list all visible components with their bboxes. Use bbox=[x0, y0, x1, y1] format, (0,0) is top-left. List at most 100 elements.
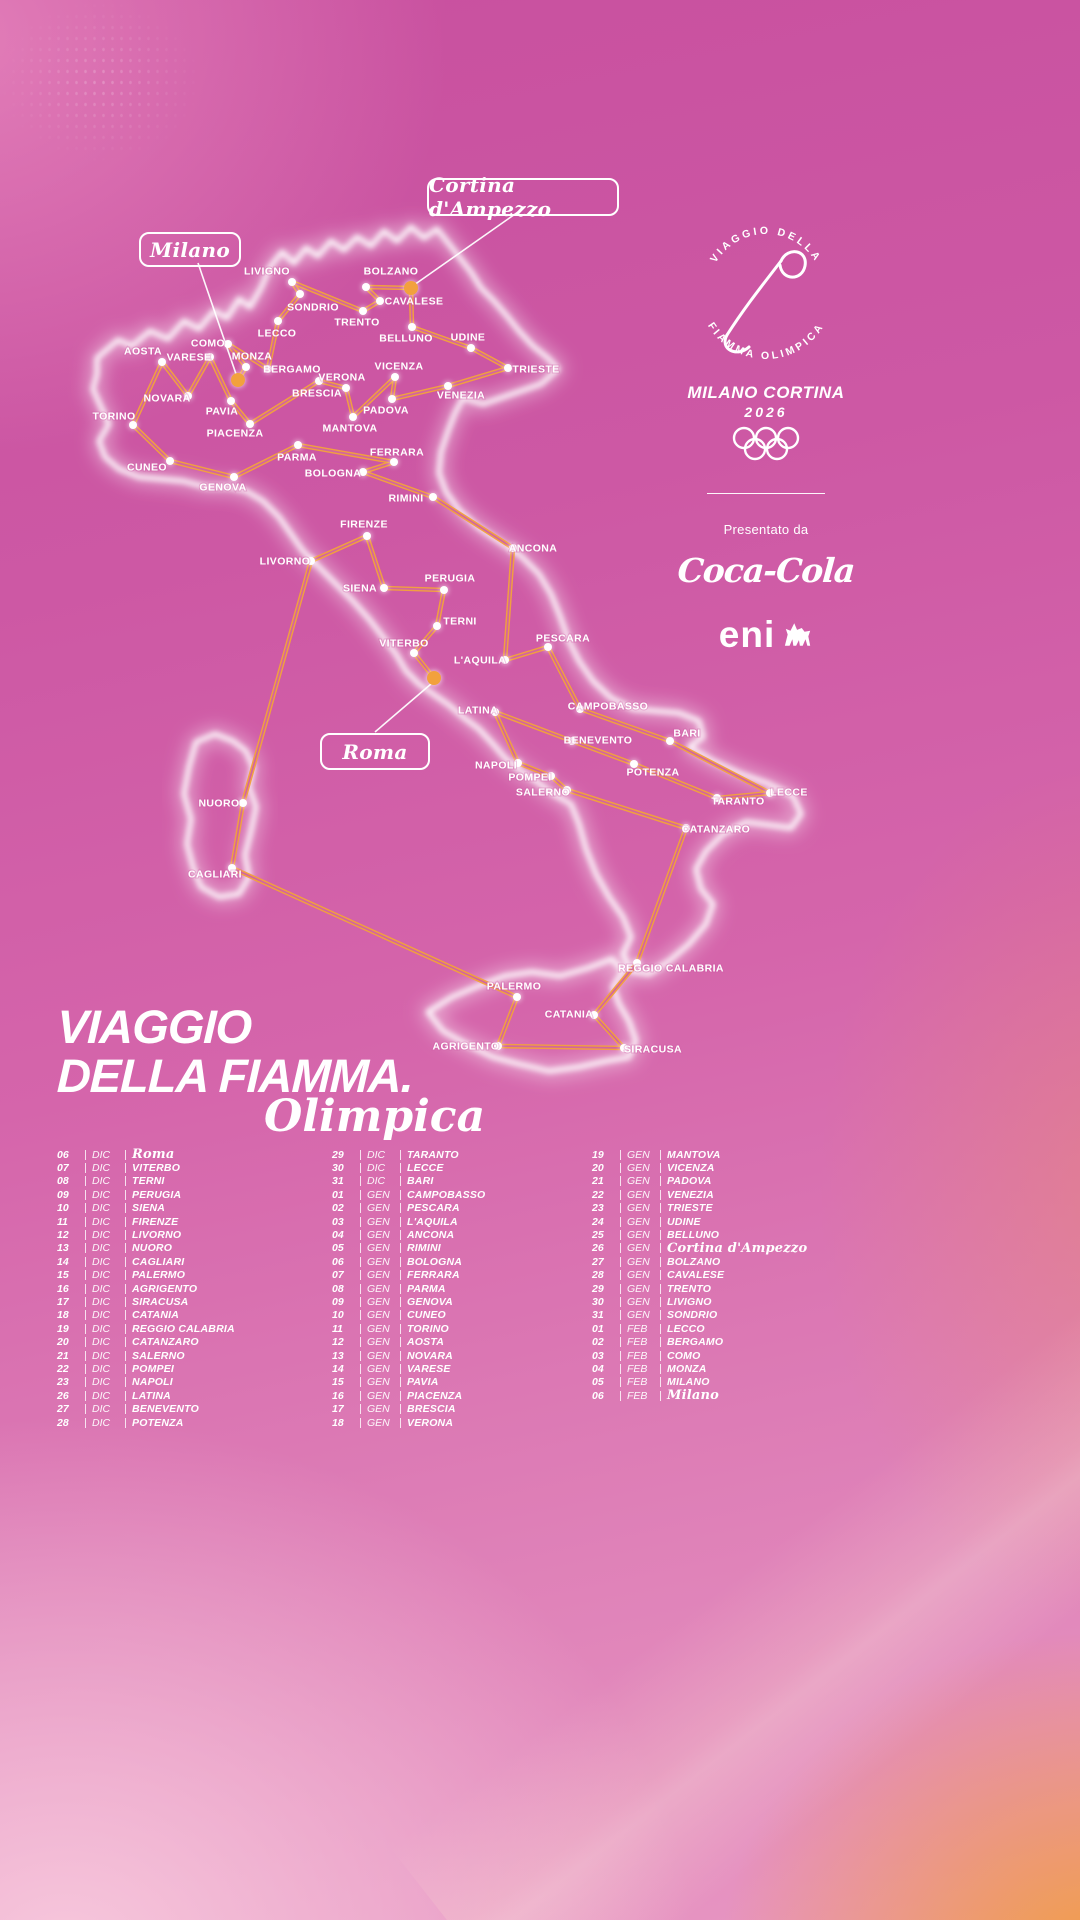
schedule-city: PARMA bbox=[407, 1282, 446, 1295]
schedule-month: GEN bbox=[367, 1349, 390, 1362]
schedule-row: 10 GEN CUNEO bbox=[332, 1309, 592, 1322]
city-dot-piacenza bbox=[246, 420, 254, 428]
schedule-day: 23 bbox=[57, 1376, 69, 1389]
city-dot-catania bbox=[590, 1011, 598, 1019]
schedule-separator bbox=[660, 1363, 661, 1374]
schedule-month: DIC bbox=[92, 1403, 111, 1416]
city-dot-verona bbox=[342, 384, 350, 392]
map-city-label-reggio: REGGIO CALABRIA bbox=[618, 963, 724, 975]
schedule-day: 16 bbox=[57, 1282, 69, 1295]
schedule-city: CAMPOBASSO bbox=[407, 1188, 486, 1201]
city-dot-mantova bbox=[349, 413, 357, 421]
schedule-separator bbox=[85, 1377, 86, 1388]
year-2026: 2026 bbox=[744, 404, 788, 420]
schedule-month: DIC bbox=[92, 1162, 111, 1175]
schedule-month: GEN bbox=[367, 1403, 390, 1416]
schedule-month: GEN bbox=[627, 1255, 650, 1268]
schedule-day: 06 bbox=[57, 1148, 69, 1161]
city-dot-rimini bbox=[429, 493, 437, 501]
schedule-separator bbox=[620, 1189, 621, 1200]
schedule-city: PADOVA bbox=[667, 1175, 712, 1188]
schedule-separator bbox=[360, 1149, 361, 1160]
schedule-separator bbox=[400, 1189, 401, 1200]
city-dot-taranto bbox=[713, 794, 721, 802]
map-city-label-palermo: PALERMO bbox=[487, 981, 542, 993]
schedule-city: CUNEO bbox=[407, 1309, 446, 1322]
schedule-day: 01 bbox=[332, 1188, 344, 1201]
map-city-label-lecce: LECCE bbox=[770, 787, 808, 799]
city-dot-pompei bbox=[547, 772, 555, 780]
schedule-separator bbox=[125, 1270, 126, 1281]
schedule-separator bbox=[85, 1270, 86, 1281]
schedule-month: DIC bbox=[92, 1416, 111, 1429]
city-labels: AOSTATORINOCUNEONOVARAVARESECOMOMONZALEC… bbox=[91, 265, 808, 1057]
schedule-city: AGRIGENTO bbox=[132, 1282, 198, 1295]
schedule-city: NOVARA bbox=[407, 1349, 453, 1362]
schedule-month: FEB bbox=[627, 1349, 648, 1362]
schedule-separator bbox=[125, 1377, 126, 1388]
city-dot-benevento bbox=[568, 737, 576, 745]
schedule-city: PALERMO bbox=[132, 1269, 186, 1282]
city-dot-bolzano bbox=[362, 283, 370, 291]
schedule-separator bbox=[85, 1283, 86, 1294]
map-city-label-belluno: BELLUNO bbox=[379, 333, 433, 345]
schedule-day: 02 bbox=[332, 1202, 344, 1215]
schedule-city: AOSTA bbox=[407, 1336, 444, 1349]
schedule-day: 14 bbox=[332, 1362, 344, 1375]
schedule-separator bbox=[85, 1216, 86, 1227]
schedule-month: GEN bbox=[367, 1215, 390, 1228]
schedule-city: LECCE bbox=[407, 1162, 444, 1175]
city-dot-palermo bbox=[513, 993, 521, 1001]
schedule-separator bbox=[125, 1296, 126, 1307]
schedule-day: 09 bbox=[57, 1188, 69, 1201]
title-line-2: DELLA FIAMMA. bbox=[56, 1048, 414, 1102]
schedule-separator bbox=[125, 1189, 126, 1200]
title-line-3: Olimpica bbox=[264, 1090, 486, 1142]
emblem-arc-top: VIAGGIO DELLA bbox=[708, 225, 821, 265]
schedule-separator bbox=[660, 1350, 661, 1361]
schedule-month: GEN bbox=[367, 1389, 390, 1402]
city-dot-laquila bbox=[501, 656, 509, 664]
schedule-day: 06 bbox=[592, 1389, 604, 1402]
schedule-month: DIC bbox=[92, 1309, 111, 1322]
schedule-month: GEN bbox=[367, 1322, 390, 1335]
schedule-separator bbox=[85, 1176, 86, 1187]
city-dot-lecce bbox=[766, 789, 774, 797]
city-dot-padova bbox=[388, 395, 396, 403]
schedule-separator bbox=[620, 1350, 621, 1361]
schedule-separator bbox=[400, 1270, 401, 1281]
callout-roma-label: Roma bbox=[342, 739, 408, 764]
map-city-label-novara: NOVARA bbox=[143, 393, 190, 405]
schedule-day: 12 bbox=[332, 1336, 344, 1349]
schedule-separator bbox=[85, 1363, 86, 1374]
schedule-day: 26 bbox=[592, 1242, 604, 1255]
schedule-separator bbox=[620, 1230, 621, 1241]
schedule-separator bbox=[660, 1256, 661, 1267]
schedule-month: GEN bbox=[367, 1309, 390, 1322]
schedule-city: BOLOGNA bbox=[407, 1255, 463, 1268]
schedule-day: 10 bbox=[332, 1309, 344, 1322]
schedule-city: CATANZARO bbox=[132, 1336, 199, 1349]
schedule-month: DIC bbox=[92, 1362, 111, 1375]
map-city-label-siena: SIENA bbox=[343, 583, 377, 595]
highlight-dot-cortina bbox=[404, 281, 418, 295]
schedule-separator bbox=[360, 1270, 361, 1281]
schedule-month: FEB bbox=[627, 1362, 648, 1375]
schedule-city: Milano bbox=[667, 1388, 720, 1404]
schedule-separator bbox=[620, 1337, 621, 1348]
schedule-month: GEN bbox=[627, 1309, 650, 1322]
